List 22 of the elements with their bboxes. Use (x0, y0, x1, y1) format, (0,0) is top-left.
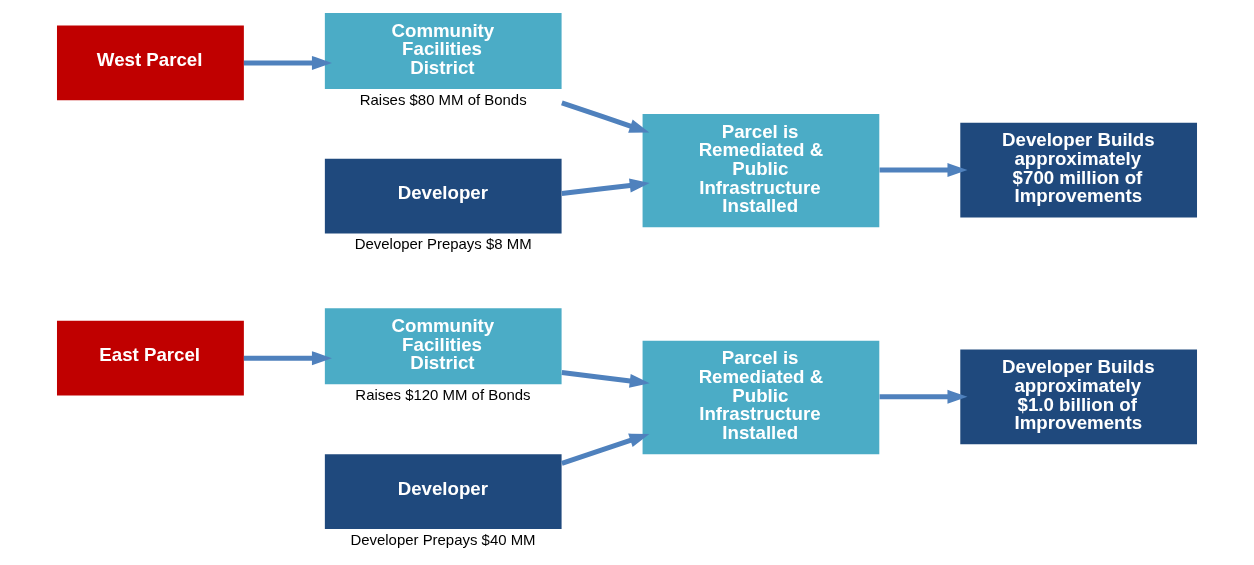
arrow (879, 163, 968, 178)
node-box: Community Facilities District (324, 13, 562, 90)
node-box: Parcel is Remediated & Public Infrastructure Installed (642, 114, 880, 228)
arrow (879, 389, 968, 404)
node-box: East Parcel (57, 320, 244, 396)
arrow (243, 55, 332, 70)
node-box: Community Facilities District (324, 308, 562, 385)
arrow (561, 178, 650, 196)
node-box: Developer Builds approximately $700 million of Improvements (960, 122, 1197, 218)
node-label: Raises $120 MM of Bonds (355, 386, 531, 404)
arrow (561, 433, 650, 466)
arrow (561, 370, 650, 388)
node-box: Developer Builds approximately $1.0 billion of Improvements (960, 349, 1197, 445)
node-label: Raises $80 MM of Bonds (359, 90, 527, 108)
node-label: Developer Prepays $8 MM (354, 235, 532, 253)
arrow (561, 100, 650, 133)
node-box: Parcel is Remediated & Public Infrastructure Installed (642, 340, 880, 455)
node-label: Developer Prepays $40 MM (350, 530, 536, 548)
node-box: Developer (324, 454, 562, 529)
arrow (243, 351, 332, 366)
node-box: Developer (324, 158, 562, 234)
node-box: West Parcel (57, 25, 244, 101)
